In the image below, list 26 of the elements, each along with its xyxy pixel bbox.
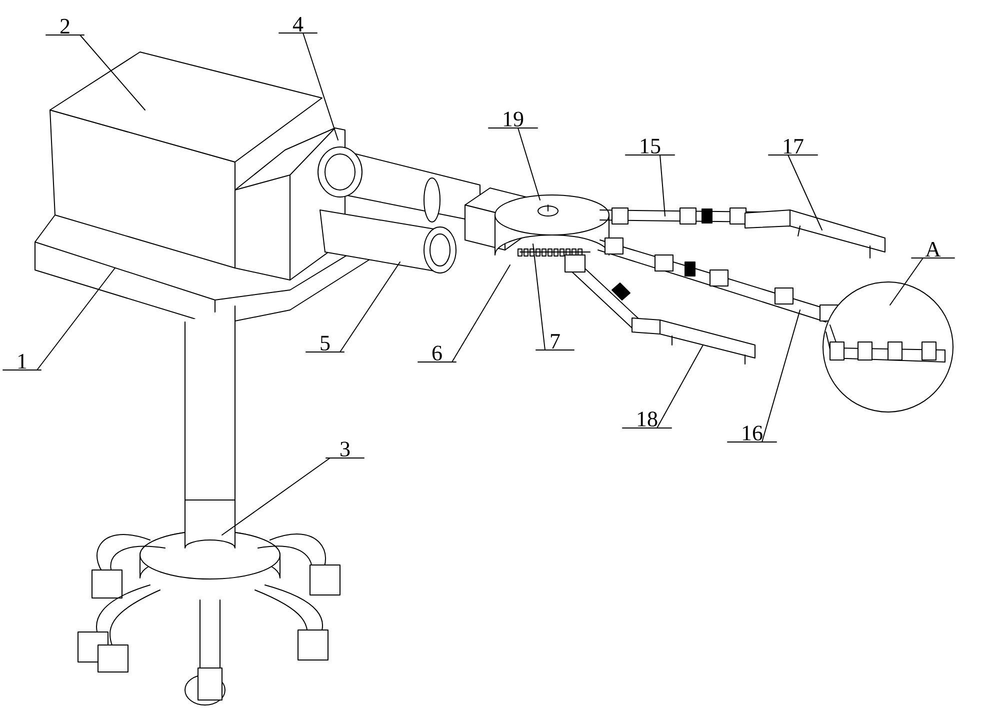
callout-number: A [911, 242, 955, 258]
callout-number: 17 [768, 138, 818, 156]
leader-line [36, 268, 116, 370]
callout-number: 16 [727, 426, 777, 442]
callout-number: 18 [622, 412, 672, 428]
callout-number: 1 [2, 354, 42, 370]
callout-number: 2 [46, 18, 84, 36]
leader-line [222, 458, 330, 536]
leader-line [890, 258, 924, 306]
leader-line [340, 262, 400, 352]
callout-number: 4 [278, 17, 318, 34]
leader-line [660, 154, 666, 216]
leader-line [656, 344, 704, 428]
leader-line [518, 128, 540, 200]
leader-line [788, 154, 823, 230]
callout-number: 5 [306, 336, 344, 352]
leader-line [302, 32, 338, 140]
callout-number: 19 [488, 112, 538, 128]
callout-number: 15 [625, 138, 675, 156]
leader-line [532, 244, 546, 350]
callout-number: 7 [536, 334, 574, 350]
callout-number: 6 [418, 346, 456, 362]
callout-number: 3 [326, 442, 364, 458]
leader-line [762, 310, 800, 442]
leader-line [80, 34, 146, 110]
leader-line [452, 264, 510, 362]
